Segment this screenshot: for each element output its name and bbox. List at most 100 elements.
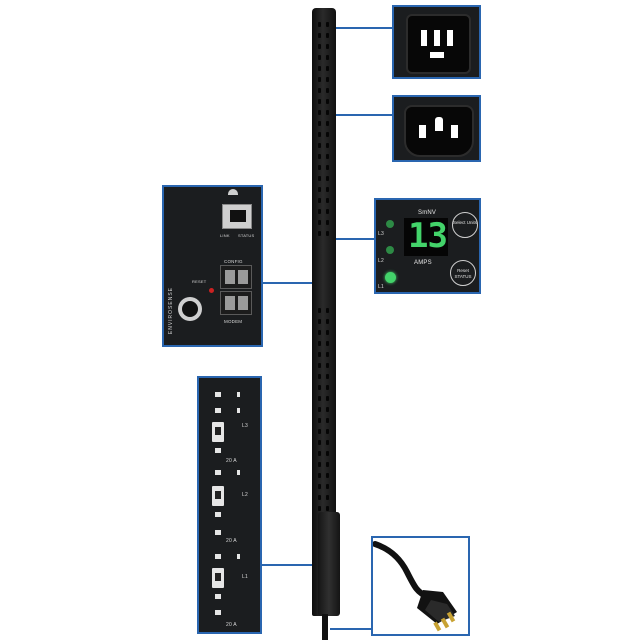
- breaker-label-l1: L1: [242, 574, 248, 580]
- config-port[interactable]: [220, 265, 252, 289]
- pdu-vent: [318, 66, 321, 71]
- modem-label: MODEM: [224, 319, 243, 324]
- breaker-l2[interactable]: [212, 486, 224, 506]
- pdu-vent: [318, 231, 321, 236]
- pdu-vent: [326, 176, 329, 181]
- digital-display-callout: SmNV 13 AMPS L3 L2 L1 Select Units Reset…: [374, 198, 481, 294]
- pdu-vent: [326, 385, 329, 390]
- breaker-panel-callout: L3 20 A L2 20 A L1 20 A: [197, 376, 262, 634]
- pdu-vent: [326, 363, 329, 368]
- connector-line-display: [333, 238, 376, 240]
- reset-button[interactable]: [209, 288, 214, 293]
- pdu-vent: [326, 187, 329, 192]
- pdu-vent: [318, 99, 321, 104]
- breaker-rating-l3: 20 A: [226, 458, 237, 464]
- network-logo-icon: [228, 189, 238, 195]
- pdu-vent: [326, 143, 329, 148]
- pdu-vent: [326, 165, 329, 170]
- reset-label: RESET: [192, 279, 207, 284]
- breaker-l1[interactable]: [212, 568, 224, 588]
- pdu-vent: [318, 374, 321, 379]
- pdu-vent: [318, 121, 321, 126]
- connector-line-c19: [333, 27, 393, 29]
- phase-label-l2: L2: [378, 258, 384, 264]
- pdu-vent: [318, 176, 321, 181]
- power-plug-icon: [373, 541, 457, 632]
- pdu-vent: [326, 484, 329, 489]
- connector-line-plug: [330, 628, 372, 630]
- pdu-vent: [326, 319, 329, 324]
- pdu-vent: [326, 407, 329, 412]
- pdu-vent: [318, 22, 321, 27]
- pdu-vent: [326, 220, 329, 225]
- port-status-label: STATUS: [238, 233, 255, 238]
- pdu-vent: [326, 341, 329, 346]
- port-link-label: LINK: [220, 233, 230, 238]
- pdu-vent: [326, 330, 329, 335]
- pdu-vent: [326, 198, 329, 203]
- breaker-l3[interactable]: [212, 422, 224, 442]
- pdu-vent: [326, 506, 329, 511]
- pdu-vent: [318, 429, 321, 434]
- pdu-vent: [326, 77, 329, 82]
- pdu-vent: [326, 308, 329, 313]
- pdu-cord: [322, 614, 328, 640]
- pdu-vent: [318, 396, 321, 401]
- pdu-vent: [326, 154, 329, 159]
- pdu-vent: [318, 385, 321, 390]
- pdu-vent: [326, 396, 329, 401]
- pdu-vent: [326, 33, 329, 38]
- config-label: CONFIG: [224, 259, 243, 264]
- pdu-vent: [326, 231, 329, 236]
- envirosense-label: ENVIROSENSE: [168, 287, 174, 335]
- reset-status-button[interactable]: Reset STATUS: [450, 260, 476, 286]
- display-screen: 13: [404, 216, 448, 256]
- modem-port[interactable]: [220, 291, 252, 315]
- connector-line-c13: [333, 114, 393, 116]
- pdu-vent: [326, 440, 329, 445]
- pdu-vent: [326, 132, 329, 137]
- pdu-vent: [318, 506, 321, 511]
- pdu-vent: [326, 121, 329, 126]
- pdu-vent: [318, 154, 321, 159]
- pdu-vent: [318, 110, 321, 115]
- led-l2: [386, 246, 394, 254]
- pdu-vent: [326, 462, 329, 467]
- pdu-vent: [318, 462, 321, 467]
- pdu-vent: [326, 451, 329, 456]
- pdu-vent: [318, 495, 321, 500]
- pdu-bottom-module: [318, 512, 340, 616]
- pdu-vent: [318, 209, 321, 214]
- pdu-vent: [326, 66, 329, 71]
- pdu-vent: [318, 220, 321, 225]
- breaker-label-l3: L3: [242, 423, 248, 429]
- display-brand: SmNV: [418, 210, 437, 216]
- ethernet-port[interactable]: [222, 204, 252, 229]
- breaker-label-l2: L2: [242, 492, 248, 498]
- pdu-vent: [326, 44, 329, 49]
- pdu-vent: [326, 55, 329, 60]
- envirosense-port[interactable]: [178, 297, 202, 321]
- pdu-vent: [318, 165, 321, 170]
- pdu-vent: [326, 495, 329, 500]
- display-unit: AMPS: [414, 260, 432, 266]
- amp-reading: 13: [408, 216, 448, 256]
- pdu-vent: [318, 44, 321, 49]
- pdu-vent: [318, 363, 321, 368]
- phase-label-l1: L1: [378, 284, 384, 290]
- pdu-vent: [318, 418, 321, 423]
- pdu-vent: [318, 451, 321, 456]
- pdu-vent: [326, 429, 329, 434]
- plug-callout: [371, 536, 470, 636]
- pdu-vent: [318, 484, 321, 489]
- select-units-button[interactable]: Select Units: [452, 212, 478, 238]
- pdu-vent: [326, 22, 329, 27]
- pdu-vent: [318, 341, 321, 346]
- c13-outlet-icon: [404, 105, 474, 157]
- pdu-vent: [326, 473, 329, 478]
- c19-outlet-callout: [392, 5, 481, 79]
- pdu-vent: [326, 99, 329, 104]
- breaker-rating-l1: 20 A: [226, 622, 237, 628]
- pdu-vent: [318, 77, 321, 82]
- connector-line-network: [263, 282, 318, 284]
